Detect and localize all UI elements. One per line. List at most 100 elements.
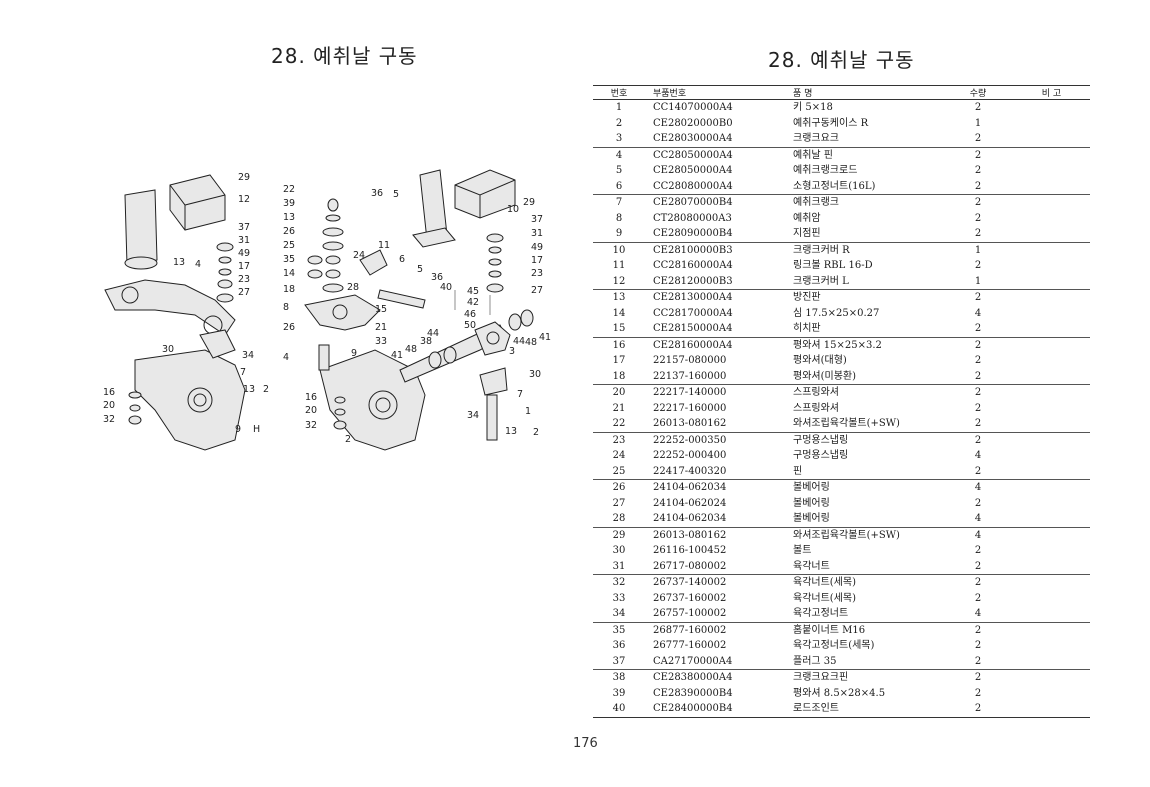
callout-label: 17 xyxy=(531,255,543,266)
cell-number: 4 xyxy=(615,149,623,161)
cell-part-name: 크랭크요크핀 xyxy=(793,672,849,683)
callout-label: 8 xyxy=(283,302,289,313)
cell-part-name: 육각고정너트 xyxy=(773,606,943,623)
callout-label: 10 xyxy=(507,204,519,215)
cell-remarks xyxy=(1013,226,1090,243)
cell-part-number: 22137-160000 xyxy=(645,368,773,385)
cell-part-name: 키 5×18 xyxy=(793,102,833,113)
cell-part-number: CC28160000A4 xyxy=(653,260,733,271)
cell-part-name: 스프링와셔 xyxy=(793,402,839,414)
cell-part-name: 평와셔(미봉환) xyxy=(773,368,943,385)
cell-number: 13 xyxy=(612,292,626,303)
callout-label: 32 xyxy=(305,420,317,431)
header-remarks: 비 고 xyxy=(1013,85,1090,100)
cell-part-number: CA27170000A4 xyxy=(645,653,773,670)
cell-part-number: CE28090000B4 xyxy=(645,226,773,243)
cell-part-name: 방진판 xyxy=(793,292,821,303)
cell-number: 23 xyxy=(612,434,626,446)
cell-quantity: 1 xyxy=(974,244,982,256)
callout-label: 49 xyxy=(531,242,543,253)
callout-label: 42 xyxy=(467,297,479,308)
cell-remarks xyxy=(1013,273,1090,290)
cell-number: 10 xyxy=(612,244,626,256)
cell-number: 9 xyxy=(593,226,645,243)
cell-number: 25 xyxy=(593,463,645,480)
cell-part-name: 평와셔 15×25×3.2 xyxy=(793,339,882,351)
cell-number: 39 xyxy=(612,687,626,699)
cell-remarks xyxy=(1013,242,1090,258)
callout-label: 32 xyxy=(103,414,115,425)
callout-label: 9 xyxy=(351,348,357,359)
cell-remarks xyxy=(1013,195,1090,211)
cell-remarks xyxy=(1013,527,1090,543)
callout-label: 7 xyxy=(240,367,246,378)
cell-part-name: 볼베어링 xyxy=(773,511,943,528)
callout-label: 5 xyxy=(417,264,423,275)
cell-part-number: CE28150000A4 xyxy=(645,321,773,338)
cell-number: 18 xyxy=(593,368,645,385)
cell-remarks xyxy=(1013,131,1090,148)
cell-number: 34 xyxy=(593,606,645,623)
cell-part-name: 심 17.5×25×0.27 xyxy=(793,307,880,319)
cell-remarks xyxy=(1013,480,1090,496)
cell-remarks xyxy=(1013,100,1090,116)
header-part-name: 품 명 xyxy=(773,85,943,100)
callout-label: 36 xyxy=(431,272,443,283)
callout-label: 18 xyxy=(283,284,295,295)
cell-part-number: 22157-080000 xyxy=(653,355,727,366)
cell-quantity: 2 xyxy=(943,178,1013,195)
cell-part-number: CE28070000B4 xyxy=(653,197,733,208)
cell-part-name: 육각고정너트(세목) xyxy=(793,640,875,651)
callout-label: 2 xyxy=(263,384,269,395)
page-number: 176 xyxy=(573,736,598,751)
cell-number: 2 xyxy=(615,117,623,129)
callout-label: 28 xyxy=(347,282,359,293)
cell-quantity: 4 xyxy=(974,307,982,319)
cell-remarks xyxy=(1013,543,1090,559)
callout-label: 16 xyxy=(305,392,317,403)
cell-number: 6 xyxy=(593,178,645,195)
callout-label: 20 xyxy=(305,405,317,416)
cell-quantity: 2 xyxy=(974,149,982,161)
cell-part-number: 26777-160002 xyxy=(653,640,727,651)
table-header-row: 번호 부품번호 품 명 수량 비 고 xyxy=(593,85,1090,100)
callout-label: 23 xyxy=(238,274,250,285)
cell-remarks xyxy=(1013,591,1090,607)
cell-number: 36 xyxy=(612,640,626,651)
cell-part-name: 소형고정너트(16L) xyxy=(773,178,943,195)
callout-label: 13 xyxy=(505,426,517,437)
header-number: 번호 xyxy=(593,85,645,100)
left-page-title: 28. 예취날 구동 xyxy=(271,44,418,68)
callout-label: 44 xyxy=(427,328,439,339)
callout-label: 14 xyxy=(283,268,295,279)
cell-quantity: 2 xyxy=(974,339,982,351)
cell-remarks xyxy=(1013,163,1090,179)
cell-quantity: 2 xyxy=(943,558,1013,575)
cell-part-name: 링크볼 RBL 16-D xyxy=(793,260,873,271)
cell-quantity: 2 xyxy=(974,212,982,224)
callout-label: H xyxy=(253,424,260,435)
cell-number: 8 xyxy=(615,212,623,224)
cell-part-number: 22252-000350 xyxy=(653,434,727,446)
cell-number: 14 xyxy=(612,307,626,319)
cell-part-number: CT28080000A3 xyxy=(653,212,732,224)
cell-remarks xyxy=(1013,448,1090,464)
cell-part-number: CE28400000B4 xyxy=(645,701,773,718)
cell-part-number: 22217-140000 xyxy=(653,387,727,398)
cell-remarks xyxy=(1013,558,1090,575)
cell-part-name: 구멍용스냅링 xyxy=(793,450,849,461)
